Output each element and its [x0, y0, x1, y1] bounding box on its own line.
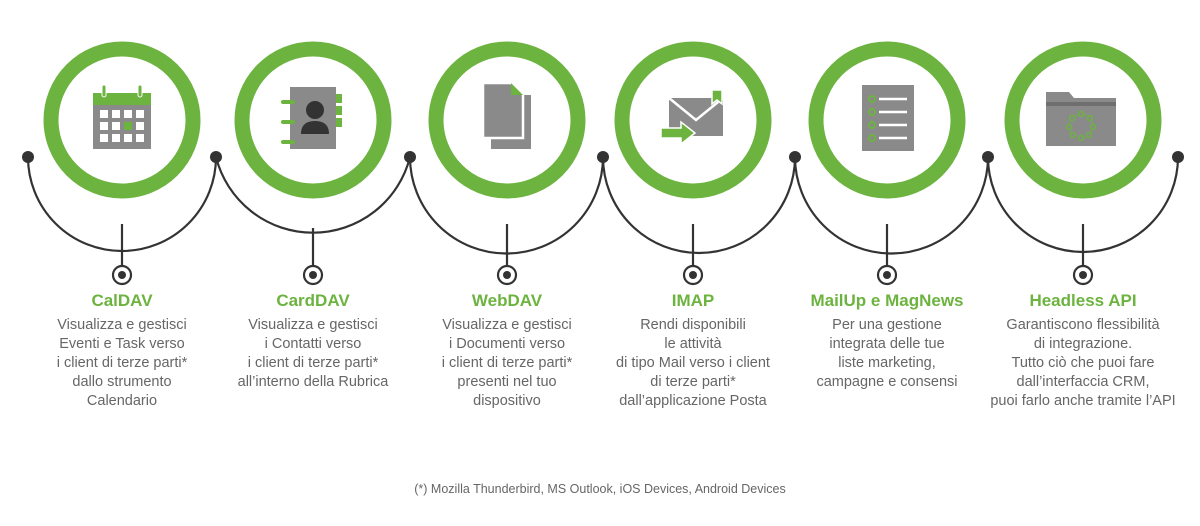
item-title: WebDAV [471, 291, 543, 310]
item-description: Rendi disponibili le attività di tipo Ma… [616, 317, 770, 409]
connector-dot [22, 151, 34, 163]
mail-icon [660, 89, 724, 146]
connector-arc [793, 156, 990, 255]
drop-marker [876, 224, 898, 286]
item-description: Per una gestione integrata delle tue lis… [816, 317, 958, 390]
item-caldav: CalDAV Visualizza e gestisci Eventi e Ta… [17, 290, 227, 411]
connector-dot [597, 151, 609, 163]
connector-line [26, 156, 1180, 255]
item-carddav: CardDAV Visualizza e gestisci i Contatti… [208, 290, 418, 392]
drop-marker [1072, 224, 1094, 286]
connector-dots [22, 151, 1184, 163]
item-title: IMAP [671, 291, 715, 310]
item-title: CardDAV [276, 291, 350, 310]
item-imap: IMAP Rendi disponibili le attività di ti… [588, 290, 798, 411]
connector-dot [1172, 151, 1184, 163]
connector-dot [982, 151, 994, 163]
connector-dot [789, 151, 801, 163]
item-title: Headless API [1029, 291, 1137, 310]
connector-dot [404, 151, 416, 163]
drop-marker [111, 224, 133, 286]
item-mailup-magnews: MailUp e MagNews Per una gestione integr… [782, 290, 992, 392]
drop-marker [682, 224, 704, 286]
item-description: Visualizza e gestisci i Contatti verso i… [237, 317, 389, 390]
connector-dot [210, 151, 222, 163]
item-headless-api: Headless API Garantiscono flessibilità d… [970, 290, 1196, 411]
api-folder-icon [1046, 92, 1116, 146]
checklist-icon [862, 85, 914, 151]
documents-icon [481, 81, 531, 149]
calendar-icon [93, 84, 151, 149]
item-webdav: WebDAV Visualizza e gestisci i Documenti… [402, 290, 612, 411]
item-title: MailUp e MagNews [810, 291, 964, 310]
connector-arc [601, 156, 797, 255]
item-description: Garantiscono flessibilità di integrazion… [990, 317, 1176, 409]
item-description: Visualizza e gestisci i Documenti verso … [441, 317, 573, 409]
footnote: (*) Mozilla Thunderbird, MS Outlook, iOS… [414, 482, 786, 496]
item-description: Visualizza e gestisci Eventi e Task vers… [56, 317, 188, 409]
drop-markers [111, 224, 1094, 286]
item-title: CalDAV [91, 291, 153, 310]
address-book-icon [281, 87, 342, 149]
drop-marker [302, 228, 324, 286]
drop-marker [496, 224, 518, 286]
